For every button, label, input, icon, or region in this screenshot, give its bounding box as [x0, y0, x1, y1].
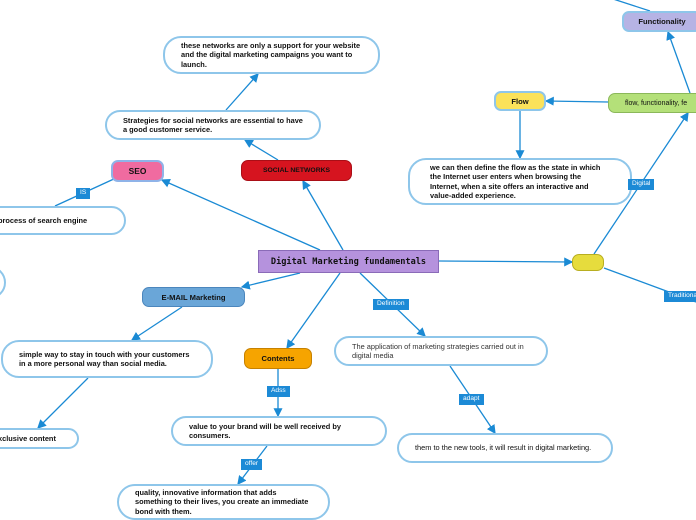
topic-flow-functionality-feedback[interactable]: flow, functionality, fe	[608, 93, 696, 113]
edge-label-digital: Digital	[628, 179, 655, 190]
topic-unlabeled-yellow[interactable]	[572, 254, 604, 271]
edge-label-adapt: adapt	[459, 394, 484, 405]
edge-central-social	[302, 179, 344, 251]
bubble-application[interactable]: The application of marketing strategies …	[334, 336, 548, 366]
bubble-quality[interactable]: quality, innovative information that add…	[117, 484, 330, 520]
topic-contents[interactable]: Contents	[244, 348, 312, 369]
edge-ffc-flow	[544, 96, 609, 106]
topic-email-marketing[interactable]: E-MAIL Marketing	[142, 287, 245, 307]
topic-functionality[interactable]: Functionality	[622, 11, 696, 32]
edge-email-simpleway	[130, 306, 183, 341]
edge-social-strategies	[243, 139, 279, 161]
edge-central-email	[240, 272, 301, 290]
edge-functionality-up	[614, 0, 651, 12]
bubble-networks-support[interactable]: these networks are only a support for yo…	[163, 36, 380, 74]
edge-simpleway-exclusive	[37, 377, 89, 429]
edge-central-contents	[286, 272, 341, 350]
bubble-simple-way[interactable]: simple way to stay in touch with your cu…	[1, 340, 213, 378]
edge-label-is: IS	[76, 188, 91, 199]
edge-strategies-support	[225, 73, 259, 111]
bubble-strategies[interactable]: Strategies for social networks are essen…	[105, 110, 321, 140]
topic-social-networks[interactable]: SOCIAL NETWORKS	[241, 160, 352, 181]
central-topic[interactable]: Digital Marketing fundamentals	[258, 250, 439, 273]
bubble-exclusive-content[interactable]: xclusive content	[0, 428, 79, 449]
topic-seo[interactable]: SEO	[111, 160, 164, 182]
edge-ffc-functionality	[666, 30, 691, 94]
bubble-new-tools[interactable]: them to the new tools, it will result in…	[397, 433, 613, 463]
edge-label-adss: Adss	[267, 386, 290, 397]
topic-flow[interactable]: Flow	[494, 91, 546, 111]
bubble-flow-definition[interactable]: we can then define the flow as the state…	[408, 158, 632, 205]
bubble-search-engine[interactable]: process of search engine	[0, 206, 126, 235]
edge-label-offer: offer	[241, 459, 263, 470]
edge-central-yellow	[438, 257, 574, 267]
edge-label-traditional: Traditiona	[664, 291, 696, 302]
bubble-value[interactable]: value to your brand will be well receive…	[171, 416, 387, 446]
edge-label-definition: Definition	[373, 299, 409, 310]
edge-central-seo	[160, 178, 321, 251]
